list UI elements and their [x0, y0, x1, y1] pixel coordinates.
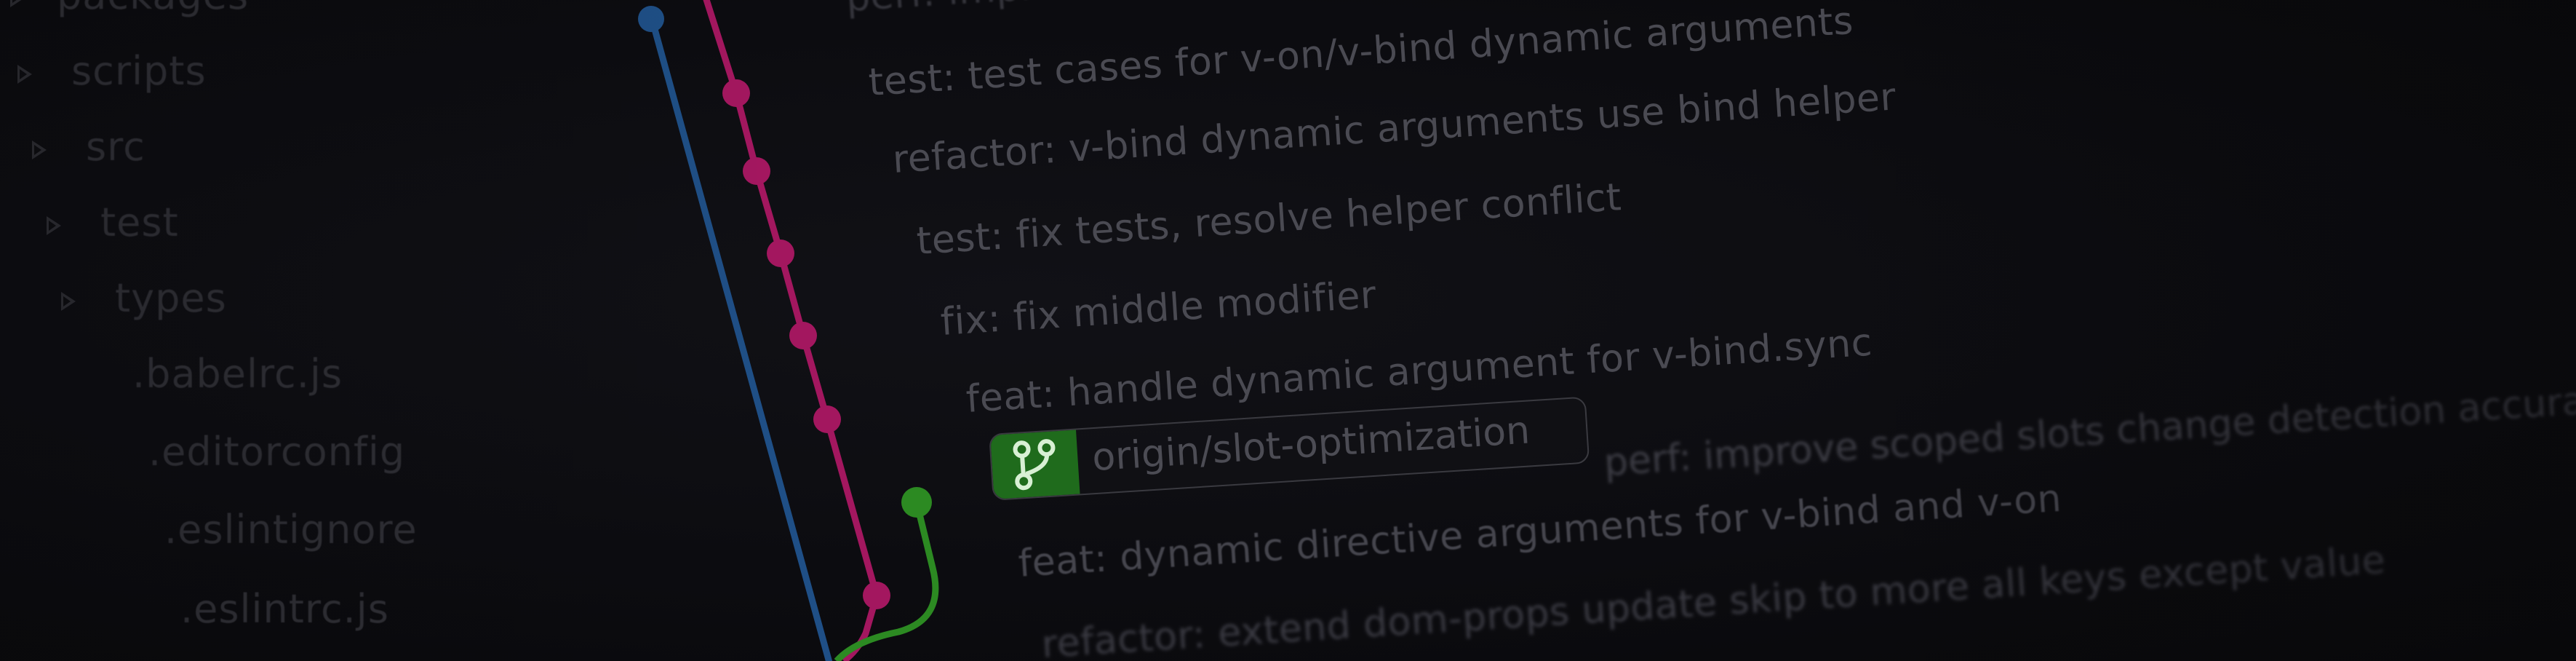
tree-item-scripts[interactable]: scripts: [71, 48, 207, 94]
branch-badge-icon-box: [990, 430, 1080, 499]
tree-item-file[interactable]: .babelrc.js: [132, 351, 343, 397]
expand-arrow-icon[interactable]: [61, 292, 76, 311]
branch-badge[interactable]: origin/slot-optimization: [989, 396, 1590, 501]
graph-lane-green: [834, 501, 939, 661]
tree-item-file[interactable]: .eslintignore: [164, 507, 418, 553]
tree-item-file[interactable]: .editorconfig: [148, 429, 406, 475]
commit-node[interactable]: [789, 322, 817, 349]
tree-item-types[interactable]: types: [115, 275, 227, 321]
expand-arrow-icon[interactable]: [10, 0, 25, 7]
git-branch-icon: [1013, 439, 1056, 491]
commit-node[interactable]: [813, 405, 841, 433]
tree-item-test[interactable]: test: [100, 199, 179, 245]
tree-item-src[interactable]: src: [86, 124, 145, 170]
commit-node[interactable]: [743, 157, 770, 185]
commit-node[interactable]: [767, 240, 794, 267]
graph-lane-magenta: [703, 0, 880, 661]
commit-node[interactable]: [863, 582, 890, 609]
expand-arrow-icon[interactable]: [17, 65, 32, 84]
commit-node[interactable]: [638, 6, 664, 32]
tree-item-packages[interactable]: packages: [57, 0, 249, 18]
tree-item-file[interactable]: .eslintrc.js: [180, 586, 389, 632]
commit-node[interactable]: [722, 79, 750, 107]
commit-node[interactable]: [901, 487, 932, 518]
graph-lane-blue: [647, 15, 833, 661]
expand-arrow-icon[interactable]: [47, 216, 61, 235]
expand-arrow-icon[interactable]: [32, 140, 47, 159]
